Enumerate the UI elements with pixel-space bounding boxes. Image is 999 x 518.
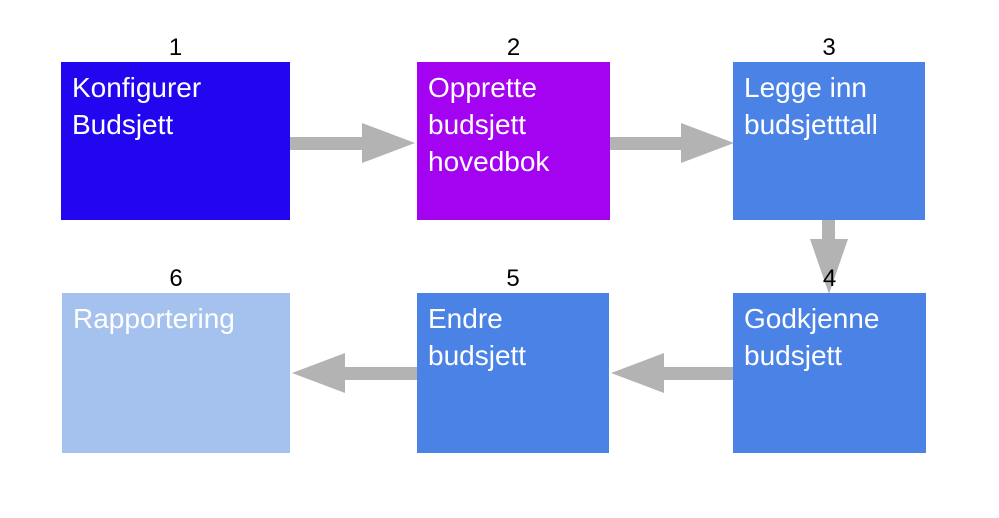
node-number-5: 5 [506, 265, 520, 292]
arrow-shaft [663, 367, 733, 380]
arrow-head-down-icon [810, 239, 848, 294]
arrow-shaft [344, 367, 417, 380]
arrow-shaft [610, 137, 682, 150]
arrow-shaft [822, 220, 835, 240]
arrow-head-right-icon [362, 123, 415, 163]
node-number-1: 1 [168, 34, 183, 61]
node-opprette-budsjett-hovedbok: Opprette budsjett hovedbok [417, 62, 610, 220]
arrow-head-right-icon [681, 123, 734, 163]
node-number-3: 3 [822, 34, 836, 61]
node-number-2: 2 [506, 34, 521, 61]
node-number-6: 6 [169, 265, 183, 292]
node-rapportering: Rapportering [62, 293, 290, 453]
node-legge-inn-budsjetttall: Legge inn budsjetttall [733, 62, 925, 220]
node-number-4: 4 [822, 265, 837, 292]
node-godkjenne-budsjett: Godkjenne budsjett [733, 293, 926, 453]
arrow-head-left-icon [611, 353, 664, 393]
node-konfigurer-budsjett: Konfigurer Budsjett [61, 62, 290, 220]
arrow-head-left-icon [292, 353, 345, 393]
arrow-shaft [290, 137, 363, 150]
node-endre-budsjett: Endre budsjett [417, 293, 609, 453]
